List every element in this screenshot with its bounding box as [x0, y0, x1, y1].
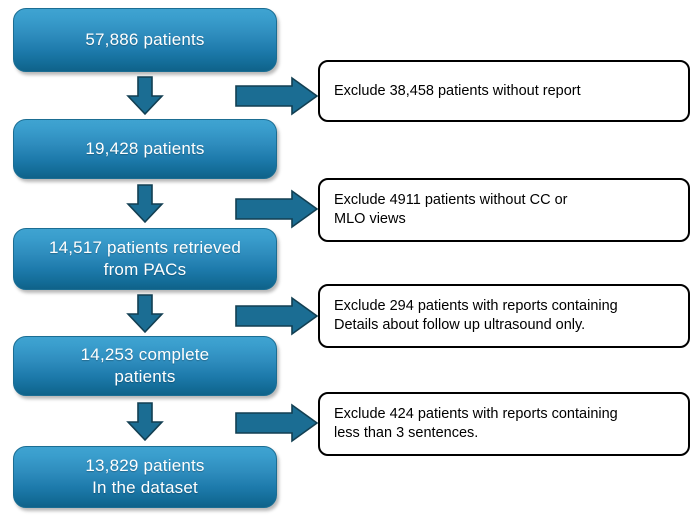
cohort-box-2[interactable]: 19,428 patients: [13, 119, 277, 179]
cohort-box-4[interactable]: 14,253 complete patients: [13, 336, 277, 396]
right-arrow-3: [235, 296, 319, 336]
cohort-box-5[interactable]: 13,829 patients In the dataset: [13, 446, 277, 508]
exclusion-box-1-label: Exclude 38,458 patients without report: [334, 82, 581, 99]
cohort-box-2-label: 19,428 patients: [85, 139, 205, 158]
exclusion-box-3[interactable]: Exclude 294 patients with reports contai…: [318, 284, 690, 348]
cohort-box-1[interactable]: 57,886 patients: [13, 8, 277, 72]
cohort-box-5-label: 13,829 patients In the dataset: [85, 456, 205, 497]
right-arrow-4: [235, 403, 319, 443]
exclusion-box-3-label: Exclude 294 patients with reports contai…: [334, 298, 618, 333]
down-arrow-2: [125, 184, 165, 224]
down-arrow-1: [125, 76, 165, 116]
down-arrow-4: [125, 402, 165, 442]
cohort-box-4-label: 14,253 complete patients: [80, 345, 210, 386]
cohort-box-3[interactable]: 14,517 patients retrieved from PACs: [13, 228, 277, 290]
exclusion-box-4[interactable]: Exclude 424 patients with reports contai…: [318, 392, 690, 456]
right-arrow-2: [235, 189, 319, 229]
down-arrow-3: [125, 294, 165, 334]
exclusion-box-4-label: Exclude 424 patients with reports contai…: [334, 406, 618, 441]
cohort-box-3-label: 14,517 patients retrieved from PACs: [48, 238, 242, 279]
right-arrow-1: [235, 76, 319, 116]
exclusion-box-2[interactable]: Exclude 4911 patients without CC or MLO …: [318, 178, 690, 242]
cohort-box-1-label: 57,886 patients: [85, 30, 205, 49]
exclusion-box-1[interactable]: Exclude 38,458 patients without report: [318, 60, 690, 122]
exclusion-box-2-label: Exclude 4911 patients without CC or MLO …: [334, 192, 568, 227]
